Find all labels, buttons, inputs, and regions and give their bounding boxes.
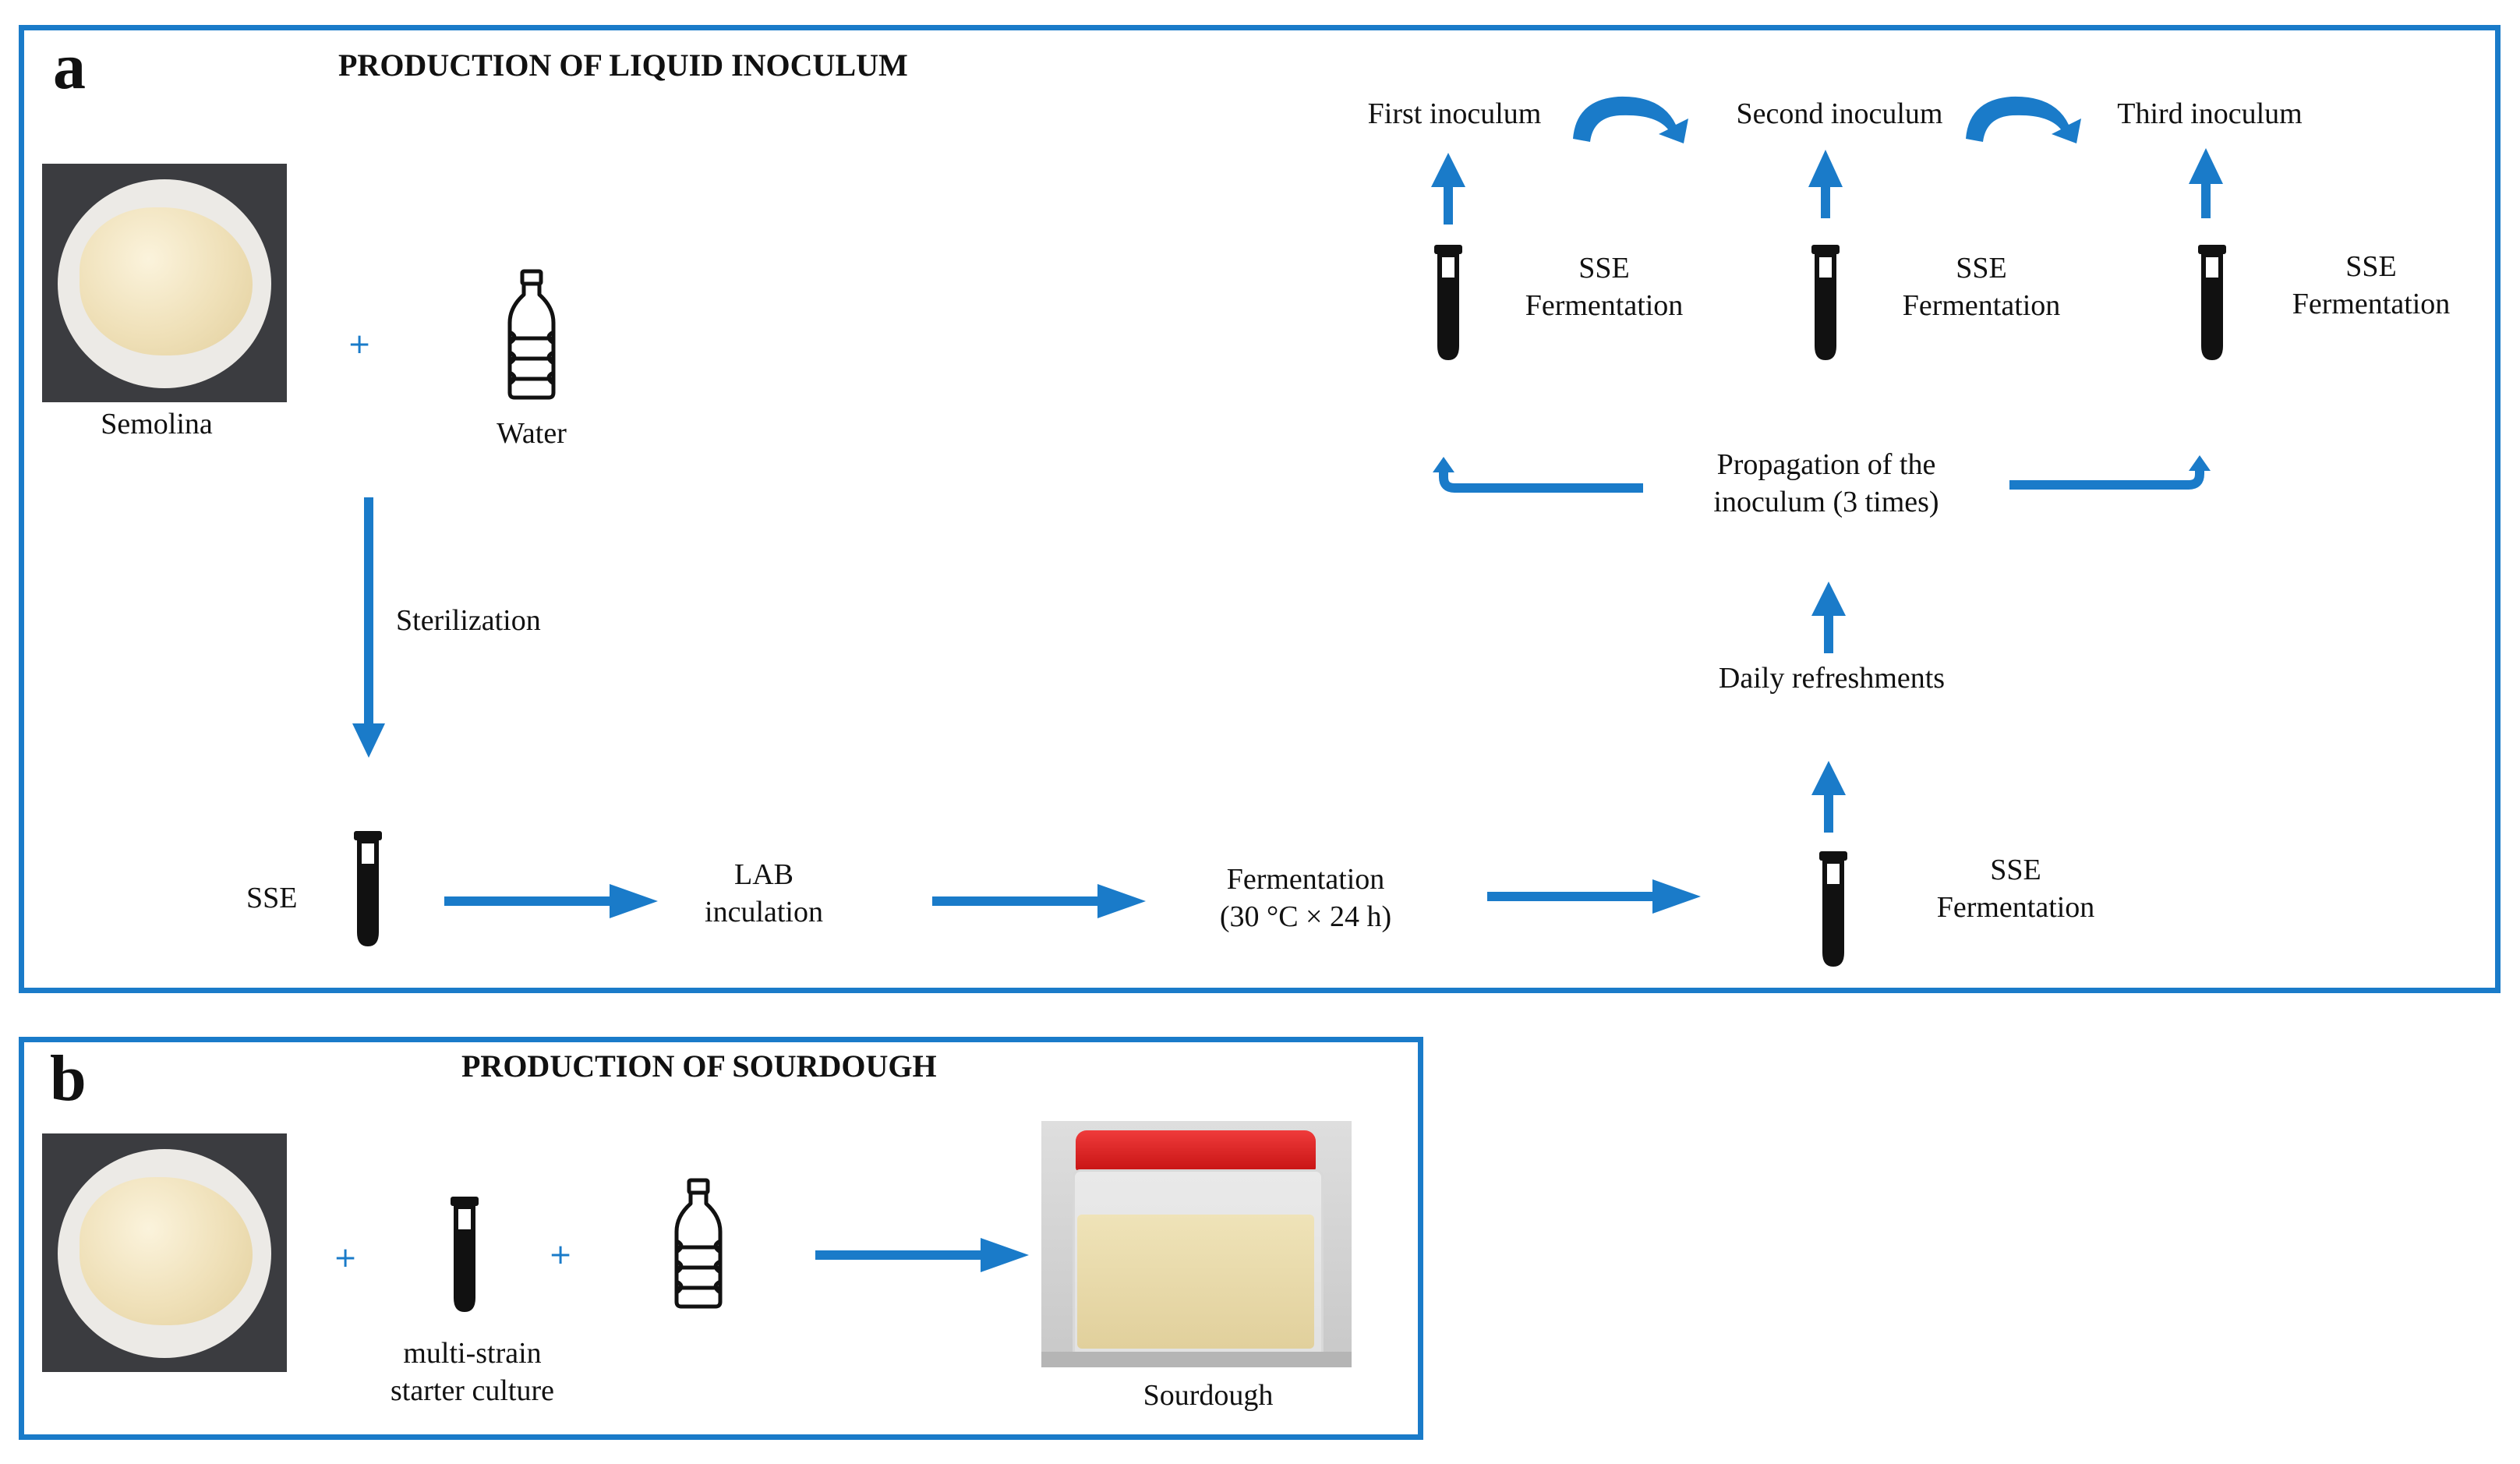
sse-fermentation-third-label: SSE Fermentation [2264, 248, 2479, 323]
test-tube-icon-sse [354, 831, 382, 946]
plus-sign: + [348, 328, 372, 360]
lab-inoculation-label: LAB inculation [686, 856, 842, 931]
sse-fermentation-second-label: SSE Fermentation [1874, 249, 2089, 324]
semolina-bowl-photo-b [42, 1133, 287, 1372]
propagation-line-1: Propagation of the [1716, 448, 1936, 481]
lab-line-2: inculation [705, 896, 823, 928]
sourdough-label: Sourdough [1143, 1379, 1274, 1412]
second-inoculum-label: Second inoculum [1736, 97, 1943, 130]
curved-arrow-icon [1573, 96, 2081, 143]
sterilization-arrow [352, 497, 385, 758]
sse-third-line-2: Fermentation [2292, 288, 2451, 320]
panel-a [19, 25, 2501, 993]
starter-culture-label: multi-strain starter culture [359, 1335, 586, 1409]
sse-second-line-2: Fermentation [1902, 289, 2061, 322]
starter-line-1: multi-strain [403, 1337, 542, 1370]
test-tube-icon-sse-fermentation [1819, 851, 1847, 967]
sse-line-2: Fermentation [1936, 891, 2095, 924]
starter-line-2: starter culture [391, 1374, 554, 1407]
sse-label: SSE [246, 882, 298, 914]
panel-label-a: a [53, 30, 86, 103]
semolina-bowl-photo [42, 164, 287, 402]
propagation-label: Propagation of the inoculum (3 times) [1660, 446, 1992, 521]
sse-fermentation-bottom-label: SSE Fermentation [1907, 851, 2125, 926]
first-inoculum-label: First inoculum [1367, 97, 1542, 130]
plus-sign-b-2: + [549, 1239, 573, 1271]
daily-refreshments-label: Daily refreshments [1718, 662, 1946, 695]
sterilization-label: Sterilization [396, 604, 541, 637]
semolina-label: Semolina [101, 408, 213, 440]
propagation-line-2: inoculum (3 times) [1713, 486, 1939, 518]
sse-line-1: SSE [1990, 854, 2041, 886]
bottom-arrows [444, 879, 1701, 918]
sourdough-arrow [815, 1238, 1029, 1272]
panel-b-title: PRODUCTION OF SOURDOUGH [461, 1048, 937, 1084]
propagation-arrows [1439, 468, 2204, 493]
third-inoculum-label: Third inoculum [2117, 97, 2303, 130]
sse-third-line-1: SSE [2345, 250, 2397, 283]
panel-a-title: PRODUCTION OF LIQUID INOCULUM [338, 48, 908, 83]
fermentation-conditions-label: Fermentation (30 °C × 24 h) [1193, 861, 1419, 935]
test-tube-icon-third [2198, 245, 2226, 360]
test-tube-icon-second [1811, 245, 1840, 360]
sse-first-line-2: Fermentation [1525, 289, 1684, 322]
lab-line-1: LAB [734, 858, 793, 891]
sse-second-line-1: SSE [1956, 252, 2007, 285]
panel-b [19, 1037, 1423, 1440]
water-bottle-icon [510, 271, 553, 398]
water-label: Water [497, 417, 567, 450]
up-arrows [1431, 148, 2223, 833]
fermentation-line-1: Fermentation [1226, 863, 1385, 896]
panel-label-b: b [50, 1042, 87, 1115]
sse-fermentation-first-label: SSE Fermentation [1497, 249, 1712, 324]
sourdough-jar-photo [1041, 1121, 1352, 1367]
test-tube-icon-first [1434, 245, 1462, 360]
sse-first-line-1: SSE [1578, 252, 1630, 285]
fermentation-line-2: (30 °C × 24 h) [1219, 900, 1392, 933]
test-tube-icon-starter [451, 1197, 479, 1312]
water-bottle-icon-b [677, 1180, 720, 1307]
plus-sign-b-1: + [334, 1242, 358, 1274]
